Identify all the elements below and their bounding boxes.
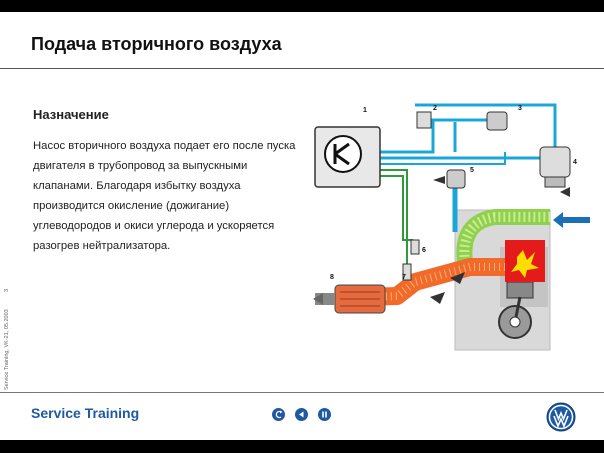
pause-icon xyxy=(318,408,331,421)
callout-2: 2 xyxy=(433,105,437,112)
pause-button[interactable] xyxy=(318,408,331,421)
back-icon xyxy=(272,408,285,421)
top-bar xyxy=(0,0,604,12)
callout-6: 6 xyxy=(422,247,426,254)
callout-5: 5 xyxy=(470,167,474,174)
callout-1: 1 xyxy=(363,107,367,114)
combination-valve xyxy=(446,169,466,189)
back-button[interactable] xyxy=(272,408,285,421)
lambda-probe xyxy=(402,263,412,281)
footer-divider xyxy=(0,392,604,393)
page-title: Подача вторичного воздуха xyxy=(31,34,282,54)
secondary-air-diagram: 1 2 3 4 5 6 7 8 xyxy=(313,103,590,351)
side-note: Service Training, VK-21, 05.2003 xyxy=(4,309,10,390)
title-divider xyxy=(0,68,604,69)
callout-3: 3 xyxy=(518,105,522,112)
vw-logo xyxy=(546,402,576,432)
vacuum-line xyxy=(380,118,490,154)
air-line-top xyxy=(415,103,557,147)
callout-7: 7 xyxy=(402,274,406,281)
exhaust-arrow xyxy=(430,292,445,304)
spark-icon xyxy=(511,250,539,278)
callout-4: 4 xyxy=(573,159,577,166)
vw-logo-icon xyxy=(546,402,576,432)
page-number: 3 xyxy=(4,288,10,292)
valve xyxy=(486,111,508,131)
sensor-6 xyxy=(410,239,420,255)
previous-button[interactable] xyxy=(295,408,308,421)
relay xyxy=(416,111,432,129)
previous-icon xyxy=(295,408,308,421)
lambda-wire xyxy=(380,169,408,264)
section-heading: Назначение xyxy=(33,107,109,122)
bottom-bar xyxy=(0,440,604,453)
footer-title: Service Training xyxy=(31,405,140,421)
callout-8: 8 xyxy=(330,274,334,281)
air-pump xyxy=(539,146,571,178)
intake-arrow xyxy=(553,212,590,228)
piston xyxy=(506,281,534,299)
description-paragraph: Насос вторичного воздуха подает его посл… xyxy=(33,140,296,252)
